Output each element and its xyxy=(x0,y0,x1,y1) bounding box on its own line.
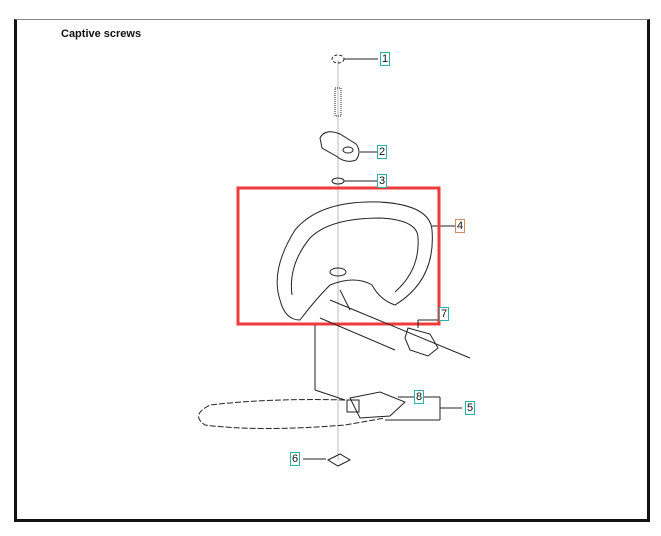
part-6-nut xyxy=(326,453,352,467)
callout-6[interactable]: 6 xyxy=(290,452,301,466)
diagram-title: Captive screws xyxy=(61,28,142,40)
highlight-box xyxy=(236,186,441,326)
diagram-frame xyxy=(14,19,650,522)
callout-4[interactable]: 4 xyxy=(455,219,466,233)
callout-5[interactable]: 5 xyxy=(465,401,476,415)
callout-3[interactable]: 3 xyxy=(377,174,388,188)
part-4-handle xyxy=(276,201,433,321)
callout-8[interactable]: 8 xyxy=(414,390,425,404)
callout-1[interactable]: 1 xyxy=(380,52,391,66)
part-7-clip xyxy=(404,327,439,357)
part-5-bar xyxy=(198,399,386,429)
screw xyxy=(334,87,342,117)
callout-7[interactable]: 7 xyxy=(439,307,450,321)
callout-2[interactable]: 2 xyxy=(377,145,388,159)
part-2-knob xyxy=(319,131,360,162)
